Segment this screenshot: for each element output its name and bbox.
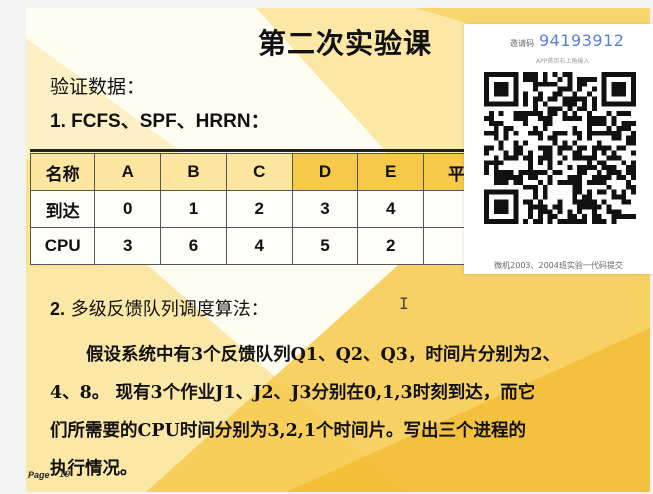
table-cell: 2 — [357, 227, 425, 265]
table-header-cell: E — [357, 153, 425, 191]
table-cell: 6 — [160, 227, 227, 265]
table-cell: 到达 — [30, 190, 96, 228]
table-row: 到达 0 1 2 3 4 — [30, 190, 490, 228]
text-cursor-icon: I — [399, 294, 409, 313]
page-number: 19 — [59, 470, 71, 480]
table-header-cell: C — [225, 153, 293, 191]
table-cell: 1 — [160, 190, 227, 228]
page-label: Page — [28, 470, 50, 480]
mlfq-heading-text: 多级反馈队列调度算法： — [70, 299, 269, 320]
slide-title: 第二次实验课 — [258, 27, 433, 60]
table-cell: 2 — [225, 190, 293, 228]
table-cell: 4 — [357, 190, 425, 228]
paragraph-line: 4、8。 现有3个作业J1、J2、J3分别在0,1,3时刻到达，而它 — [50, 383, 536, 403]
mlfq-problem-paragraph: 假设系统中有3个反馈队列Q1、Q2、Q3，时间片分别为2、 4、8。 现有3个作… — [50, 336, 650, 488]
process-table-container: 名称 A B C D E 平 到达 0 1 2 3 4 CPU 3 6 — [30, 153, 490, 277]
table-header-cell: 名称 — [30, 153, 96, 191]
table-row: CPU 3 6 4 5 2 — [30, 227, 490, 265]
table-cell: 3 — [291, 190, 359, 228]
table-cell: CPU — [30, 227, 96, 265]
table-cell: 3 — [94, 227, 162, 265]
validation-data-heading: 验证数据： — [50, 76, 146, 98]
qr-code-panel[interactable]: 邀请码 94193912 APP首页右上角输入 微机2003、2004班实验一代… — [464, 24, 653, 274]
table-header-cell: A — [94, 153, 162, 191]
invite-code-hint: APP首页右上角输入 — [536, 58, 590, 65]
process-table: 名称 A B C D E 平 到达 0 1 2 3 4 CPU 3 6 — [30, 153, 490, 265]
mlfq-heading: 2. 多级反馈队列调度算法： — [50, 295, 269, 321]
table-header-cell: B — [160, 153, 227, 191]
algorithms-heading: 1. FCFS、SPF、HRRN： — [50, 111, 270, 132]
table-header-row: 名称 A B C D E 平 — [30, 153, 490, 191]
qr-code-icon[interactable] — [484, 72, 636, 224]
table-cell: 5 — [291, 227, 359, 265]
qr-caption: 微机2003、2004班实验一代码提交 — [494, 261, 623, 270]
table-cell: 4 — [225, 227, 293, 265]
table-header-cell: D — [291, 153, 359, 191]
table-cell: 0 — [94, 190, 162, 228]
mlfq-heading-number: 2. — [50, 299, 66, 319]
viewer-left-margin — [0, 0, 26, 494]
paragraph-line: 执行情况。 — [50, 459, 138, 479]
table-top-rule — [30, 149, 490, 152]
invite-code-value[interactable]: 94193912 — [539, 31, 625, 50]
paragraph-line: 们所需要的CPU时间分别为3,2,1个时间片。写出三个进程的 — [50, 421, 527, 441]
invite-code-label: 邀请码 — [510, 39, 534, 48]
paragraph-line: 假设系统中有3个反馈队列Q1、Q2、Q3，时间片分别为2、 — [86, 345, 561, 365]
